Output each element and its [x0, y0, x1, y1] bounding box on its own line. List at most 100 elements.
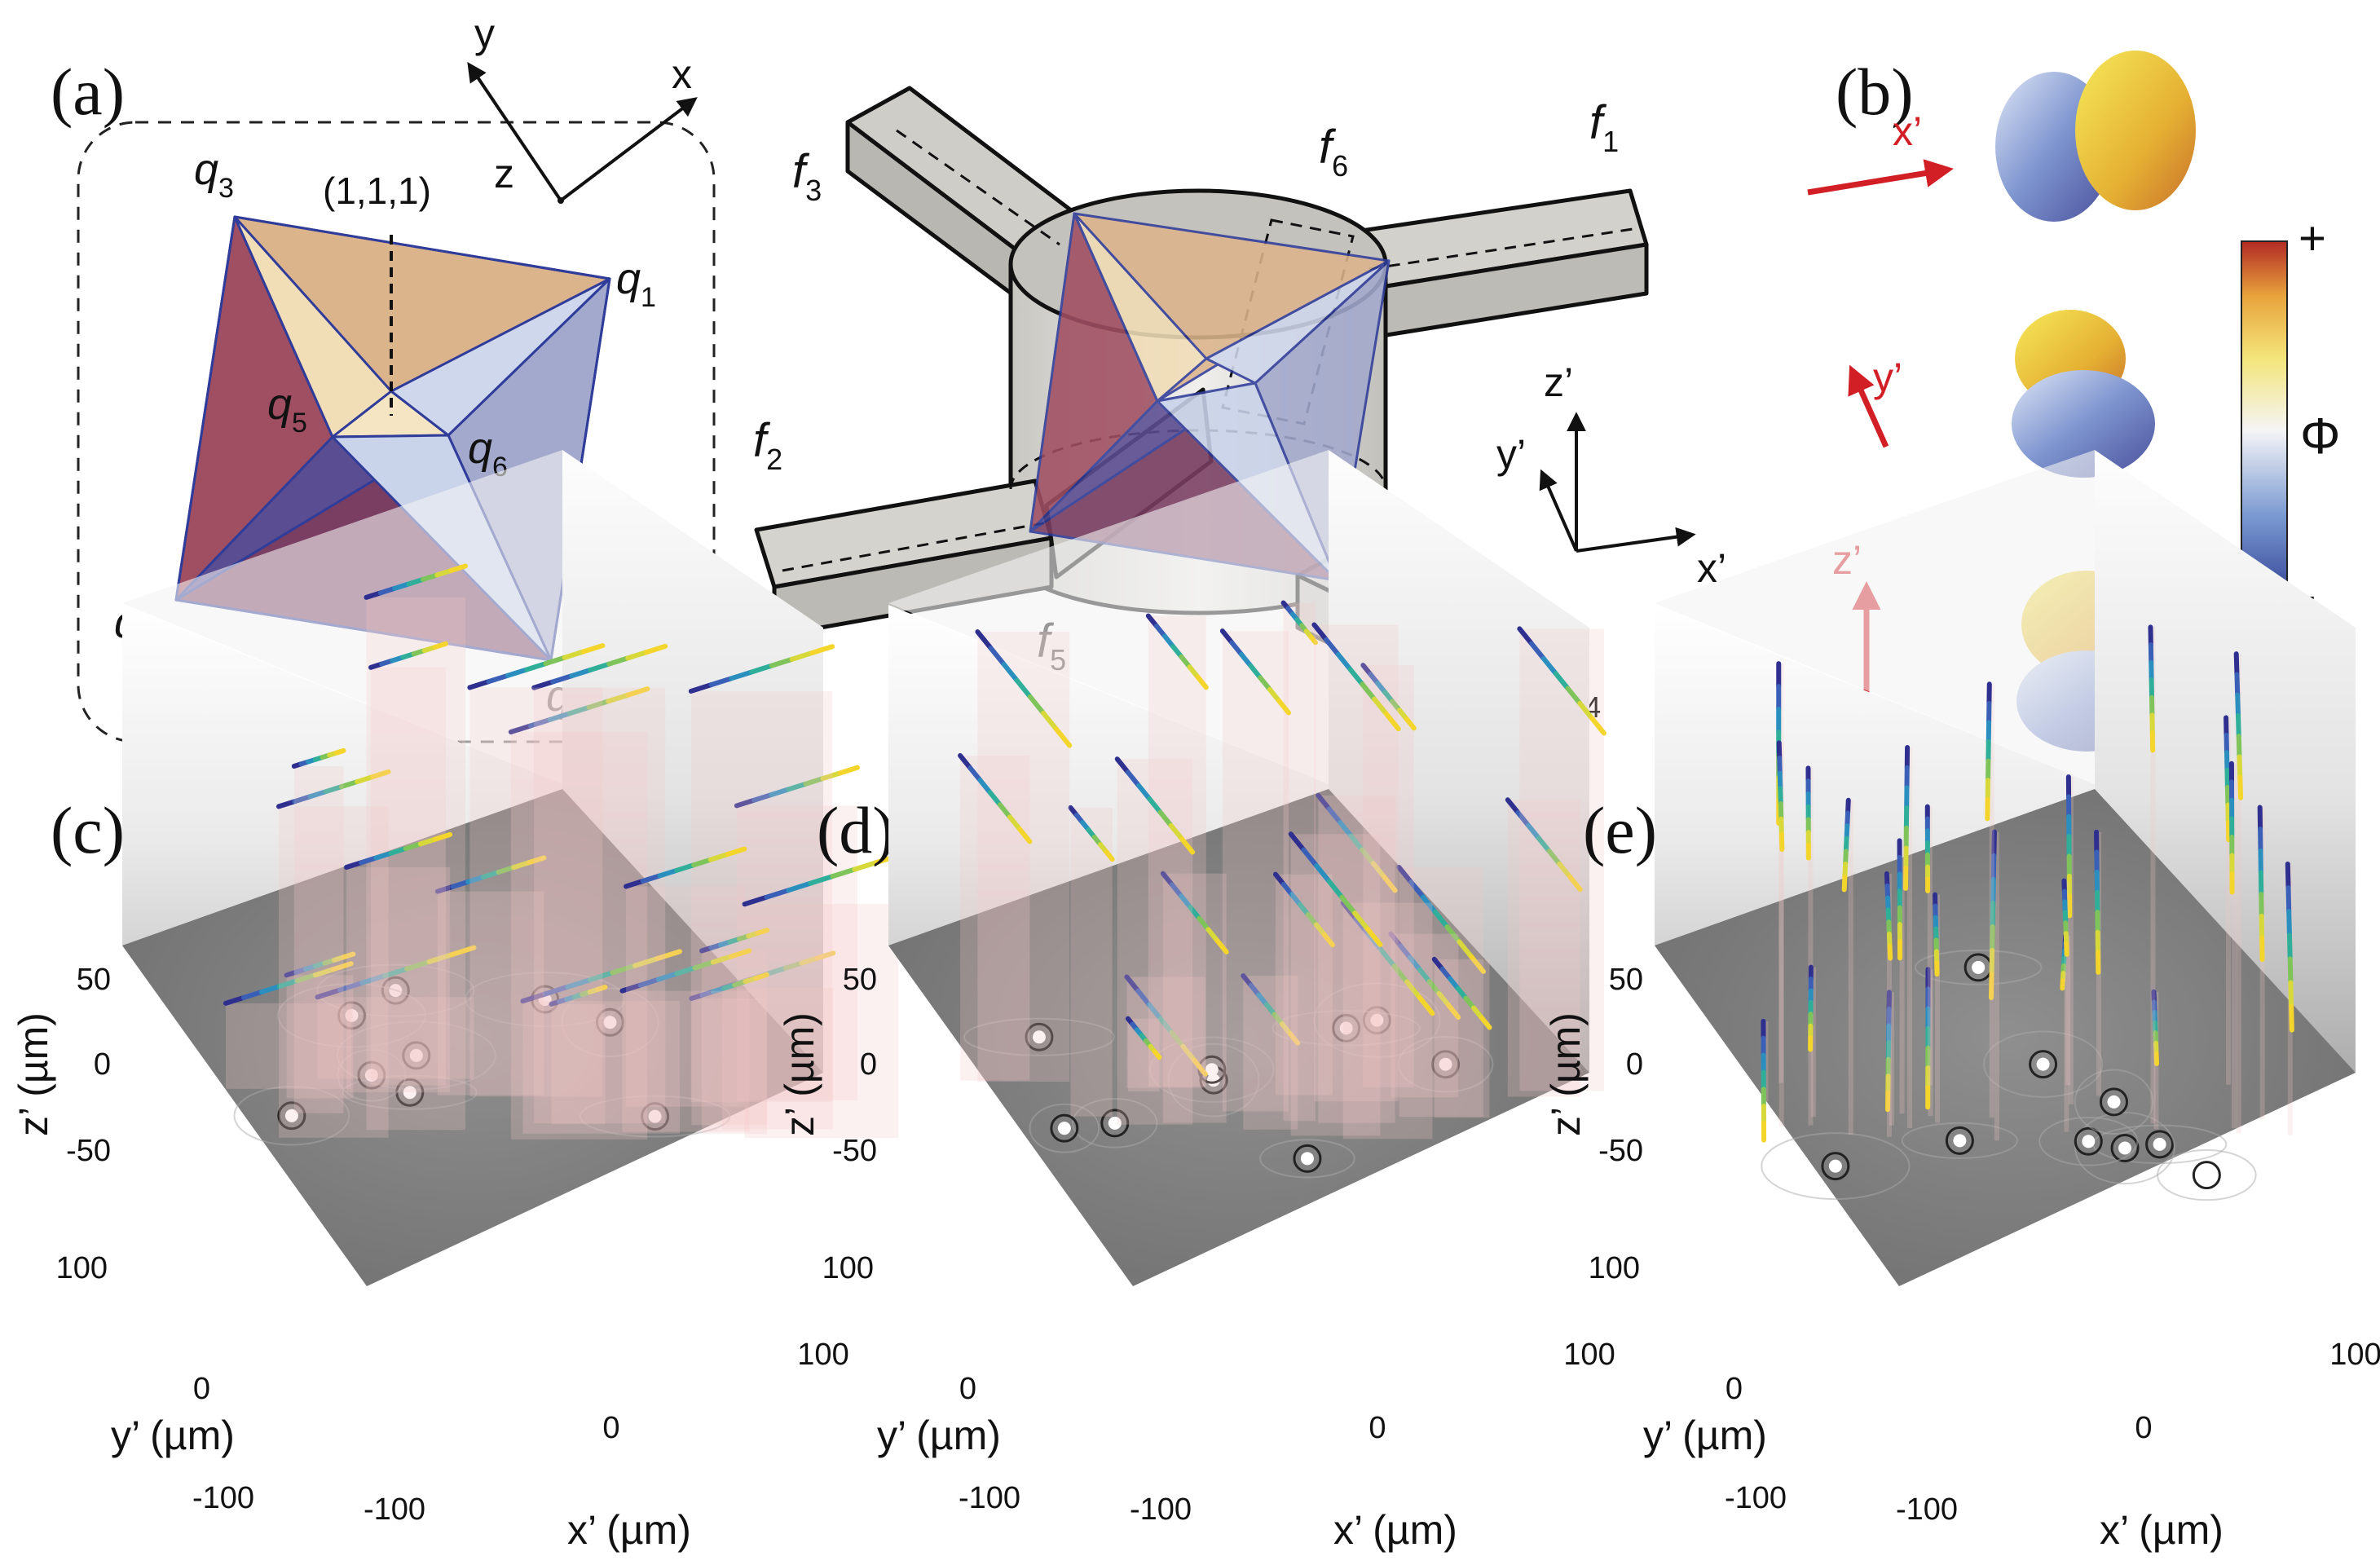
trajectory-segment: [562, 649, 586, 660]
trajectory-segment: [2285, 885, 2292, 915]
trajectory-segment: [1014, 677, 1033, 699]
trajectory-segment: [307, 789, 328, 800]
trajectory-segment: [1778, 816, 1784, 837]
trajectory-segment: [1239, 651, 1254, 669]
face-f3: f3: [792, 145, 822, 207]
trajectory-segment: [1353, 916, 1372, 937]
trajectory-segment: [1567, 874, 1583, 893]
particle-spot: [403, 1086, 416, 1100]
trajectory-segment: [1777, 770, 1783, 791]
trajectory-segment: [1017, 827, 1033, 844]
trajectory-segment: [1347, 667, 1365, 687]
trajectory-segment: [640, 873, 663, 884]
trajectory-segment: [1417, 967, 1432, 985]
microscope-floor: [122, 789, 823, 1286]
vertex-q3: q3: [194, 145, 234, 204]
trajectory-segment: [1408, 879, 1426, 900]
trajectory-segment: [749, 663, 774, 675]
particle-spot: [1828, 1159, 1842, 1173]
trajectory-segment: [294, 972, 318, 984]
trajectory-segment: [710, 954, 734, 965]
trajectory-segment: [1338, 820, 1354, 839]
trajectory-segment: [1146, 1002, 1163, 1021]
microscope-floor: [888, 789, 1589, 1286]
trajectory-segment: [586, 699, 611, 710]
trajectory-segment: [1432, 909, 1450, 930]
trajectory-segment: [448, 563, 468, 573]
trajectory-segment: [814, 950, 836, 961]
trajectory-segment: [433, 831, 453, 842]
trajectory-segment: [496, 865, 517, 875]
trajectory-segment: [764, 888, 791, 900]
trajectory-segment: [691, 857, 713, 868]
trajectory-segment: [333, 747, 346, 756]
trajectory-segment: [566, 704, 592, 716]
trajectory-segment: [1366, 932, 1384, 953]
trajectory-segment: [1364, 926, 1383, 947]
trajectory-segment: [370, 769, 391, 779]
trajectory-segment: [511, 860, 531, 871]
trajectory-segment: [1267, 686, 1282, 704]
particle-spot: [1339, 1021, 1353, 1035]
vertex-q1: q1: [616, 254, 656, 313]
x-tick-100: 100: [1563, 1338, 1615, 1372]
trajectory-segment: [1340, 900, 1359, 922]
particle-spot: [1108, 1116, 1122, 1130]
trajectory-segment: [2060, 978, 2065, 991]
particle-spot: [2153, 1137, 2166, 1151]
trajectory-segment: [1335, 651, 1353, 672]
z-tick-50: 50: [77, 963, 111, 997]
trajectory-segment: [1776, 740, 1783, 760]
trajectory-segment: [830, 866, 857, 879]
trajectory-segment: [1444, 924, 1462, 945]
potential-shape-y: [2012, 310, 2155, 478]
trajectory-segment: [2237, 774, 2244, 800]
trajectory-segment: [742, 894, 769, 907]
y-tick-100: 100: [1589, 1251, 1640, 1285]
trajectory-segment: [610, 963, 637, 976]
trajectory-segment: [1778, 801, 1784, 822]
trajectory-segment: [547, 711, 572, 722]
z-tick--50: -50: [66, 1134, 111, 1168]
trajectory-segment: [480, 870, 501, 879]
trajectory-segment: [315, 987, 342, 1000]
trajectory-segment: [625, 650, 650, 661]
trajectory-segment: [1589, 716, 1606, 736]
trajectory-segment: [355, 774, 376, 785]
trajectory-segment: [520, 991, 548, 1004]
trajectory-segment: [1125, 769, 1142, 788]
panel-label-b: (b): [1836, 55, 1914, 129]
trajectory-segment: [767, 965, 788, 976]
device-axis-y: y’: [1496, 431, 1526, 477]
y-axis-label: y’ (µm): [1643, 1413, 1767, 1458]
trajectory-segment: [1557, 861, 1573, 879]
vertex-q5: q5: [267, 380, 307, 439]
trajectory-segment: [450, 879, 471, 889]
trajectory-segment: [1326, 879, 1345, 900]
trajectory-segment: [734, 797, 757, 809]
z-axis-label: z’ (µm): [777, 1012, 822, 1136]
axis-label-y: y: [474, 11, 495, 56]
trajectory-segment: [729, 669, 755, 681]
y-tick-0: 0: [959, 1372, 976, 1406]
trajectory-segment: [786, 781, 809, 792]
y-tick--100: -100: [1725, 1481, 1787, 1515]
z-axis-label: z’ (µm): [11, 1012, 56, 1136]
particle-spot: [1370, 1013, 1384, 1027]
trajectory-segment: [958, 753, 973, 771]
trajectory-segment: [417, 836, 439, 847]
y-axis-label: y’ (µm): [111, 1413, 235, 1458]
trajectory-segment: [1398, 943, 1413, 960]
panel-a-axes: x y z: [467, 11, 698, 204]
trajectory-segment: [852, 860, 879, 872]
trajectory-segment: [755, 928, 770, 936]
trajectory-segment: [588, 661, 612, 672]
x-axis-label: x’ (µm): [2100, 1507, 2224, 1553]
trajectory-segment: [1457, 939, 1474, 959]
trajectory-segment: [808, 874, 835, 886]
trajectory-segment: [637, 976, 661, 988]
trajectory-segment: [1540, 656, 1558, 677]
